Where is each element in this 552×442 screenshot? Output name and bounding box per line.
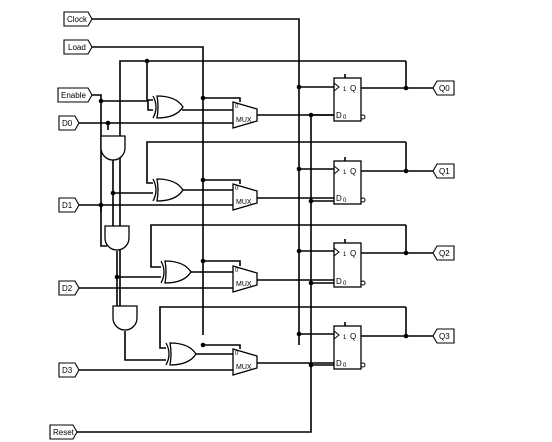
- load-sel-0: [203, 97, 241, 102]
- flip-flop-3: 1 Q D 0: [333, 325, 366, 370]
- svg-text:D: D: [336, 111, 342, 120]
- flip-flop-0: 1 Q D 0: [333, 77, 366, 122]
- svg-text:D: D: [336, 277, 342, 286]
- xor-gate-2: [160, 260, 192, 284]
- input-clock: Clock: [63, 11, 93, 27]
- svg-text:MUX: MUX: [236, 281, 252, 288]
- mux-1: 0 MUX: [232, 183, 258, 211]
- xor0-fb: [146, 61, 155, 101]
- svg-text:0: 0: [343, 363, 347, 369]
- svg-text:Load: Load: [68, 43, 86, 52]
- load-wire: [91, 46, 204, 335]
- input-d1: D1: [58, 197, 80, 213]
- svg-text:1: 1: [343, 252, 347, 258]
- svg-text:0: 0: [343, 281, 347, 287]
- input-reset: Reset: [49, 424, 78, 440]
- output-q2: Q2: [432, 245, 455, 261]
- input-d0: D0: [58, 115, 80, 131]
- svg-text:0: 0: [235, 268, 239, 274]
- mux-0: 0 MUX: [232, 101, 258, 129]
- svg-text:Q3: Q3: [439, 332, 450, 341]
- svg-text:1: 1: [343, 335, 347, 341]
- xor-gate-1: [152, 178, 184, 202]
- svg-text:Q1: Q1: [439, 167, 450, 176]
- svg-text:D3: D3: [62, 366, 73, 375]
- svg-text:Enable: Enable: [61, 91, 86, 100]
- flip-flop-2: 1 Q D 0: [333, 242, 366, 288]
- reset-wire: [77, 115, 312, 433]
- output-q1: Q1: [432, 163, 455, 179]
- feedback-q3: [159, 306, 407, 349]
- svg-text:MUX: MUX: [236, 364, 252, 371]
- wires: [77, 18, 433, 433]
- svg-text:D1: D1: [62, 201, 73, 210]
- svg-text:MUX: MUX: [236, 117, 252, 124]
- svg-text:0: 0: [235, 186, 239, 192]
- svg-text:1: 1: [343, 87, 347, 93]
- feedback-q2: [150, 224, 407, 268]
- svg-text:Q: Q: [350, 167, 356, 176]
- svg-text:Reset: Reset: [53, 428, 75, 437]
- svg-text:Q2: Q2: [439, 249, 450, 258]
- load-sel-3: [203, 344, 241, 349]
- svg-text:Q: Q: [350, 332, 356, 341]
- enable-to-xor0: [101, 100, 155, 111]
- feedback-q1: [146, 141, 407, 184]
- flip-flop-1: 1 Q D 0: [333, 160, 366, 205]
- svg-text:1: 1: [343, 170, 347, 176]
- input-enable: Enable: [57, 87, 93, 103]
- svg-text:0: 0: [235, 104, 239, 110]
- input-d2: D2: [58, 280, 80, 296]
- svg-text:Q: Q: [350, 249, 356, 258]
- enable-wire: [92, 94, 107, 247]
- svg-text:D: D: [336, 359, 342, 368]
- and-gate-2: [112, 305, 138, 331]
- output-q3: Q3: [432, 328, 455, 344]
- svg-text:Q0: Q0: [439, 84, 450, 93]
- and-gate-0: [100, 135, 126, 161]
- junctions: [98, 58, 409, 368]
- and2-out: [124, 331, 167, 361]
- svg-text:0: 0: [343, 115, 347, 121]
- output-q0: Q0: [432, 80, 455, 96]
- load-sel-1: [203, 179, 241, 184]
- svg-text:Clock: Clock: [67, 15, 88, 24]
- clock-wire: [91, 18, 300, 345]
- mux-3: 0 MUX: [232, 348, 258, 376]
- xor-gate-0: [152, 95, 184, 119]
- input-d3: D3: [58, 362, 80, 378]
- xor-gate-3: [165, 342, 197, 366]
- mux-2: 0 MUX: [232, 265, 258, 293]
- svg-text:D2: D2: [62, 284, 73, 293]
- svg-text:0: 0: [235, 351, 239, 357]
- and1-out: [116, 251, 162, 278]
- svg-text:MUX: MUX: [236, 199, 252, 206]
- svg-text:D0: D0: [62, 119, 73, 128]
- svg-text:D: D: [336, 194, 342, 203]
- input-load: Load: [63, 39, 93, 55]
- and-gate-1: [104, 225, 130, 251]
- load-sel-2: [203, 260, 241, 266]
- svg-text:0: 0: [343, 198, 347, 204]
- svg-text:Q: Q: [350, 84, 356, 93]
